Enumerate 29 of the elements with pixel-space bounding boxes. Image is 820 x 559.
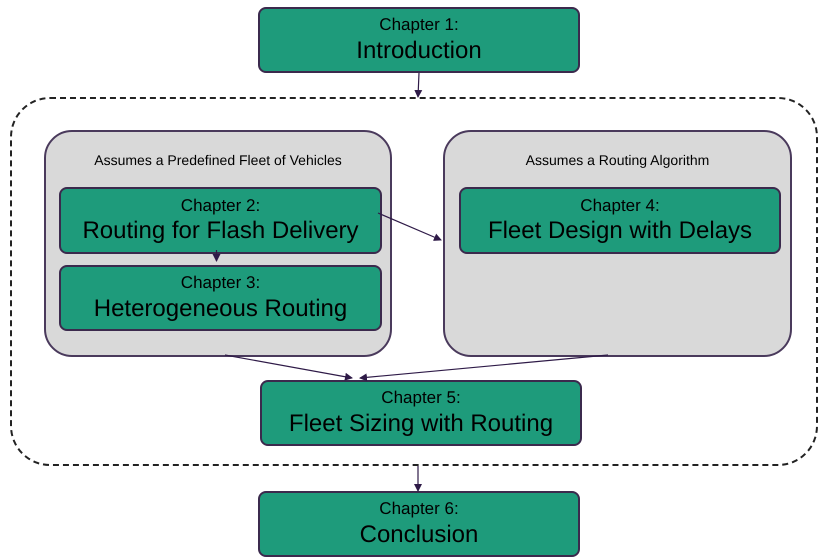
arrow: [414, 72, 422, 98]
arrow: [378, 212, 442, 241]
arrow: [414, 466, 422, 492]
chapter-title: Introduction: [356, 36, 482, 66]
chapter-number: Chapter 5:: [381, 387, 461, 409]
group-panel: [443, 130, 792, 357]
chapter-number: Chapter 4:: [580, 194, 660, 216]
chapter-number: Chapter 3:: [180, 272, 260, 294]
chapter-number: Chapter 1:: [379, 14, 459, 36]
chapter-title: Fleet Sizing with Routing: [288, 408, 554, 439]
chapter-box: [459, 187, 781, 254]
chapter-title: Routing for Flash Delivery: [82, 216, 359, 246]
arrow: [224, 354, 353, 381]
chapter-box: [260, 380, 582, 446]
chapter-title: Fleet Design with Delays: [488, 216, 752, 246]
arrow: [359, 354, 608, 382]
chapter-number: Chapter 6:: [379, 498, 459, 520]
chapter-title: Conclusion: [360, 520, 478, 550]
group-panel: [44, 130, 392, 357]
chapter-box: [258, 7, 580, 73]
panel-heading: Assumes a Routing Algorithm: [526, 151, 710, 170]
chapter-title: Heterogeneous Routing: [94, 294, 348, 324]
chapter-box: [59, 265, 382, 331]
arrow: [212, 250, 220, 262]
chapter-box: [59, 187, 382, 254]
chapter-box: [258, 491, 580, 557]
panel-heading: Assumes a Predefined Fleet of Vehicles: [94, 151, 342, 170]
dashed-region: [10, 97, 818, 466]
chapter-number: Chapter 2:: [180, 194, 260, 216]
